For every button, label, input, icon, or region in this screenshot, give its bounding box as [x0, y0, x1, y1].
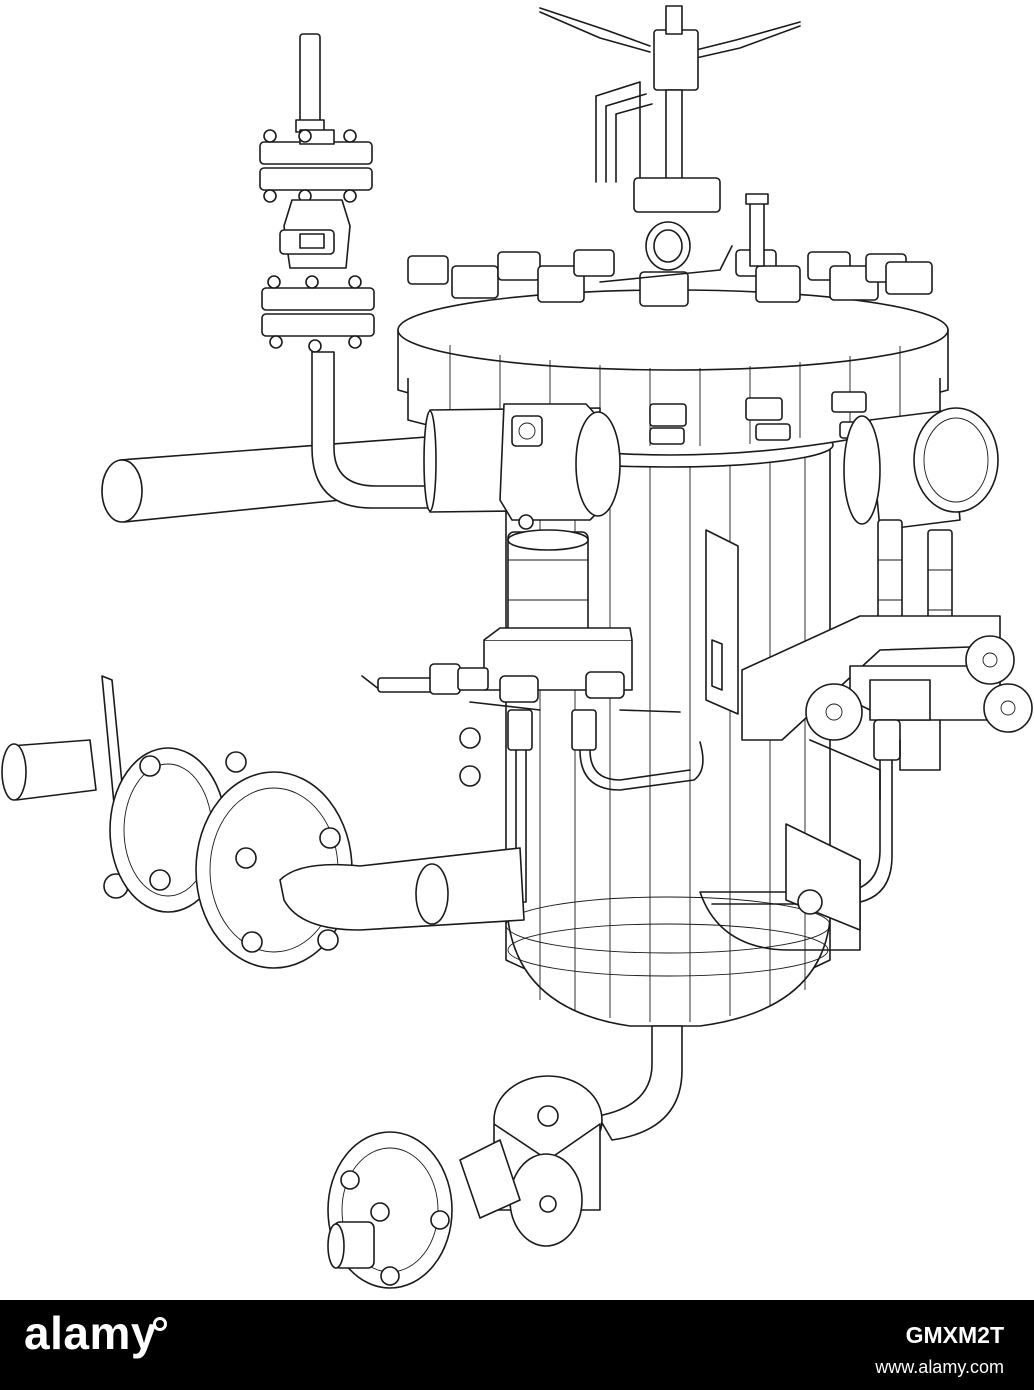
instrument-housing	[361, 403, 681, 787]
brand-mark-icon	[153, 1317, 167, 1331]
right-valve-manifold	[741, 615, 1033, 801]
site-url: www.alamy.com	[875, 1357, 1004, 1377]
pressure-vessel-wireframe	[1, 5, 1033, 1289]
impulse-tubes	[445, 709, 704, 903]
top-clamp-screw	[539, 5, 801, 283]
left-horizontal-pipe	[101, 435, 441, 523]
right-loop-pipe	[699, 759, 893, 951]
watermark-footer: alamy GMXM2T www.alamy.com	[0, 1300, 1034, 1390]
brand-logo: alamy	[24, 1307, 157, 1359]
technical-drawing	[1, 5, 1033, 1289]
bottom-drain-assembly	[327, 1025, 683, 1289]
top-flange	[397, 249, 949, 456]
pressure-gauge	[843, 407, 999, 641]
image-id: GMXM2T	[905, 1322, 1004, 1348]
left-flanged-valve	[1, 675, 525, 969]
